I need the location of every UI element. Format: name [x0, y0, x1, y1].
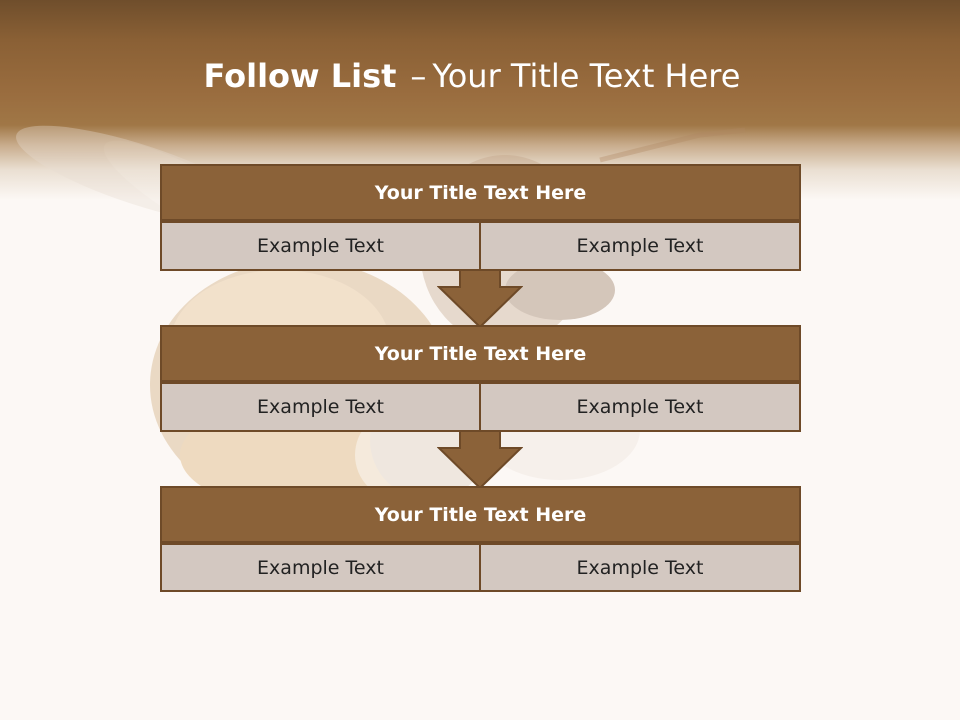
block-right-text[interactable]: Example Text [479, 382, 801, 432]
slide-title: Follow List–Your Title Text Here [0, 52, 944, 100]
block-right-text[interactable]: Example Text [479, 543, 801, 592]
block-title[interactable]: Your Title Text Here [160, 486, 801, 543]
block-title[interactable]: Your Title Text Here [160, 325, 801, 382]
block-title[interactable]: Your Title Text Here [160, 164, 801, 221]
block-left-text[interactable]: Example Text [160, 221, 481, 271]
slide-title-rest: Your Title Text Here [432, 57, 741, 95]
list-block-1: Your Title Text Here Example Text Exampl… [160, 164, 801, 271]
list-block-3: Your Title Text Here Example Text Exampl… [160, 486, 801, 592]
list-block-2: Your Title Text Here Example Text Exampl… [160, 325, 801, 432]
block-right-text[interactable]: Example Text [479, 221, 801, 271]
down-arrow-icon [437, 269, 523, 329]
block-left-text[interactable]: Example Text [160, 543, 481, 592]
block-left-text[interactable]: Example Text [160, 382, 481, 432]
down-arrow-icon [437, 430, 523, 490]
slide-title-bold: Follow List [203, 57, 397, 95]
slide-title-dash: – [410, 57, 427, 95]
